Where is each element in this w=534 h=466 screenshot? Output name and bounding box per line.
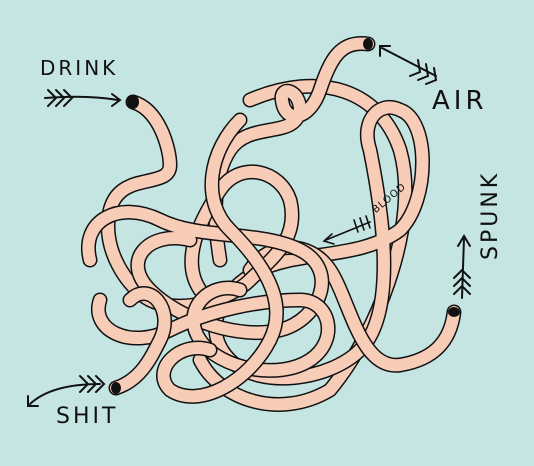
air-label: AIR — [432, 86, 488, 116]
air-opening-icon — [363, 38, 373, 50]
big-loop — [192, 78, 413, 412]
drink-label: DRINK — [40, 56, 119, 80]
knot-a — [81, 204, 330, 341]
drink-arrow-icon — [44, 89, 122, 107]
spunk-arrow-icon — [453, 234, 471, 299]
blood-arrow-icon — [322, 215, 371, 245]
air-tube — [208, 36, 376, 268]
air-arrow-icon — [379, 45, 438, 85]
shit-arrow-icon — [27, 375, 106, 407]
spunk-opening-icon — [448, 307, 460, 317]
shit-tube — [108, 286, 172, 396]
knot-c — [156, 112, 284, 404]
knot-b — [91, 280, 336, 378]
shit-opening-icon — [111, 382, 121, 394]
spunk-label: SPUNK — [478, 170, 503, 260]
shit-label: SHIT — [56, 404, 119, 429]
drink-opening-icon — [127, 95, 139, 109]
